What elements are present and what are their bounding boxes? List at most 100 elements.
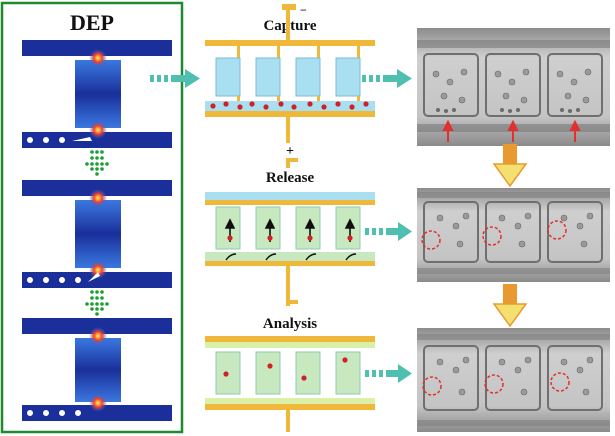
release-bottom-pad bbox=[286, 300, 298, 304]
analysis-title: Analysis bbox=[263, 316, 317, 332]
bottom-electrode-lead bbox=[286, 117, 290, 143]
dep-simulation-unit-3 bbox=[22, 318, 172, 421]
dep-cell bbox=[27, 277, 33, 283]
top-electrode-pad bbox=[282, 4, 296, 10]
dep-top-electrode-bar bbox=[22, 180, 172, 196]
dep-field-hotspot bbox=[89, 394, 107, 412]
dep-top-electrode-bar bbox=[22, 40, 172, 56]
analysis-bottom-electrode-bar bbox=[205, 404, 375, 410]
release-up-arrows bbox=[224, 218, 356, 242]
micrograph-capture bbox=[417, 28, 610, 146]
dep-cell bbox=[43, 137, 49, 143]
yellow-down-arrow bbox=[492, 144, 528, 188]
dep-cell-streak bbox=[72, 137, 92, 141]
arrow-capture-to-photo bbox=[362, 69, 412, 88]
release-chambers bbox=[215, 206, 361, 250]
dep-cell bbox=[59, 277, 65, 283]
micrograph-trap-outlines bbox=[423, 53, 603, 117]
release-bottom-lead bbox=[286, 266, 290, 306]
analysis-schematic: Analysis bbox=[205, 316, 375, 432]
analysis-cells bbox=[223, 357, 348, 381]
micrograph-frame bbox=[417, 328, 610, 432]
micrograph-pillars bbox=[436, 212, 594, 248]
dep-simulation-unit-2 bbox=[22, 180, 172, 288]
dep-cell bbox=[75, 410, 81, 416]
release-top-lead bbox=[286, 158, 290, 168]
arrow-analysis-to-photo bbox=[365, 364, 412, 383]
micrograph-trap-outlines bbox=[423, 345, 603, 411]
yellow-down-arrow bbox=[492, 284, 528, 328]
release-flow-channel bbox=[205, 252, 375, 261]
dep-cell bbox=[27, 137, 33, 143]
release-cells bbox=[227, 235, 353, 241]
dep-field-hotspot bbox=[89, 189, 107, 207]
trapped-cell-markers bbox=[436, 108, 580, 113]
micrograph-channel bbox=[417, 420, 610, 426]
top-electrode-bar bbox=[205, 40, 375, 46]
arrow-dep-to-capture bbox=[150, 69, 200, 88]
dep-bottom-electrode-bar bbox=[22, 405, 172, 421]
analysis-top-electrode-bar bbox=[205, 336, 375, 342]
release-top-electrode-bar bbox=[205, 200, 375, 205]
dep-field-hotspot bbox=[89, 261, 107, 279]
dep-cell-row bbox=[27, 137, 92, 143]
dep-cell-row bbox=[27, 272, 100, 283]
micrograph-channel bbox=[417, 192, 610, 198]
minus-sign: − bbox=[300, 3, 307, 17]
release-title: Release bbox=[266, 170, 315, 186]
release-curve-arrows bbox=[225, 253, 357, 261]
dep-top-electrode-bar bbox=[22, 318, 172, 334]
analysed-cell-rings bbox=[422, 372, 570, 396]
released-cell-rings bbox=[421, 220, 567, 250]
analysis-bottom-lead bbox=[286, 410, 290, 432]
dep-bottom-electrode-bar bbox=[22, 132, 172, 148]
dep-simulation-unit-1 bbox=[22, 40, 172, 148]
electrode-fingers bbox=[237, 46, 360, 58]
dep-field-hotspot bbox=[89, 49, 107, 67]
red-up-arrows bbox=[442, 119, 581, 142]
analysis-bottom-channel bbox=[205, 398, 375, 404]
micrograph-pillars bbox=[436, 356, 594, 396]
dep-trap-block bbox=[75, 338, 121, 402]
release-bottom-electrode-bar bbox=[205, 261, 375, 266]
micrograph-channel bbox=[417, 268, 610, 274]
plus-sign: + bbox=[286, 144, 294, 159]
dep-cell bbox=[59, 410, 65, 416]
micrograph-analysis bbox=[417, 328, 610, 432]
analysis-chambers bbox=[215, 351, 361, 395]
trap-chambers bbox=[215, 57, 361, 97]
dep-field-hotspot bbox=[89, 121, 107, 139]
bottom-electrode-bar bbox=[205, 111, 375, 117]
dep-cell bbox=[59, 137, 65, 143]
micrograph-channel bbox=[417, 40, 610, 48]
dep-cell-streak bbox=[88, 272, 100, 282]
dep-cell-row bbox=[27, 410, 81, 416]
dep-bottom-electrode-bar bbox=[22, 272, 172, 288]
green-dot-arrow bbox=[85, 290, 109, 316]
micrograph-channel bbox=[417, 334, 610, 340]
dep-panel: DEP bbox=[0, 1, 184, 434]
dep-cell bbox=[27, 410, 33, 416]
arrow-release-to-photo bbox=[365, 222, 412, 241]
dep-cell bbox=[43, 277, 49, 283]
top-electrode-lead bbox=[286, 6, 290, 42]
captured-cells bbox=[210, 101, 369, 110]
flow-channel bbox=[205, 101, 375, 111]
dep-cell bbox=[75, 277, 81, 283]
micrograph-frame bbox=[417, 188, 610, 282]
dep-trap-block bbox=[75, 200, 121, 268]
dep-title: DEP bbox=[70, 10, 114, 35]
dep-trap-block bbox=[75, 60, 121, 128]
release-top-pad bbox=[286, 158, 298, 162]
micrograph-pillars bbox=[432, 68, 592, 104]
capture-schematic: Capture − + bbox=[205, 3, 375, 159]
analysis-top-channel bbox=[205, 342, 375, 348]
green-dot-arrow bbox=[85, 150, 109, 176]
dep-cell bbox=[43, 410, 49, 416]
micrograph-release bbox=[417, 188, 610, 282]
dep-field-hotspot bbox=[89, 327, 107, 345]
chamber-connectors bbox=[237, 96, 360, 102]
capture-title: Capture bbox=[263, 18, 316, 34]
release-top-channel bbox=[205, 192, 375, 200]
